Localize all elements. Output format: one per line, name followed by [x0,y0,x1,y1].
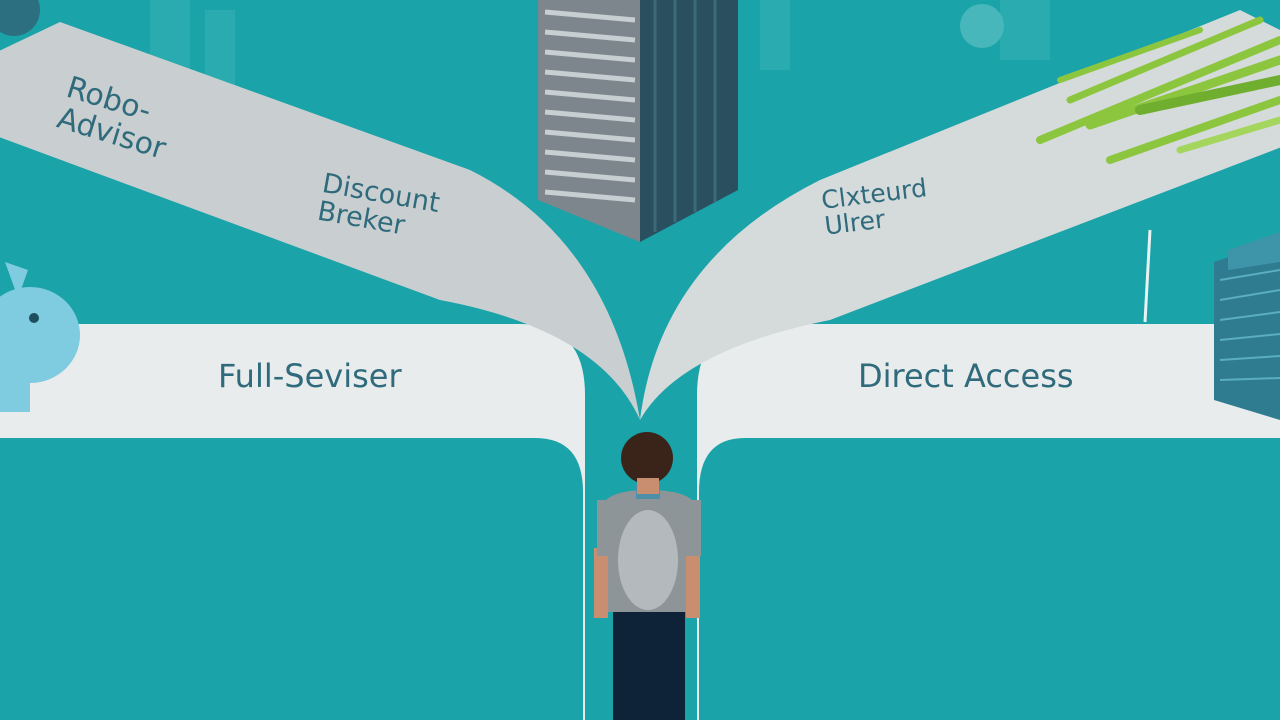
robo-advisor-road [0,22,640,420]
right-building [1143,229,1280,420]
skyscraper [538,0,738,242]
direct-access-label: Direct Access [858,357,1074,395]
full-seviser-label: Full-Seviser [218,357,402,395]
green-streaks [1036,16,1280,164]
background-city [150,0,1050,120]
top-left-globe [0,0,40,36]
person-figure [594,432,701,720]
piggy-bank-icon [0,262,80,412]
left-field [0,438,583,720]
right-field [699,438,1280,720]
